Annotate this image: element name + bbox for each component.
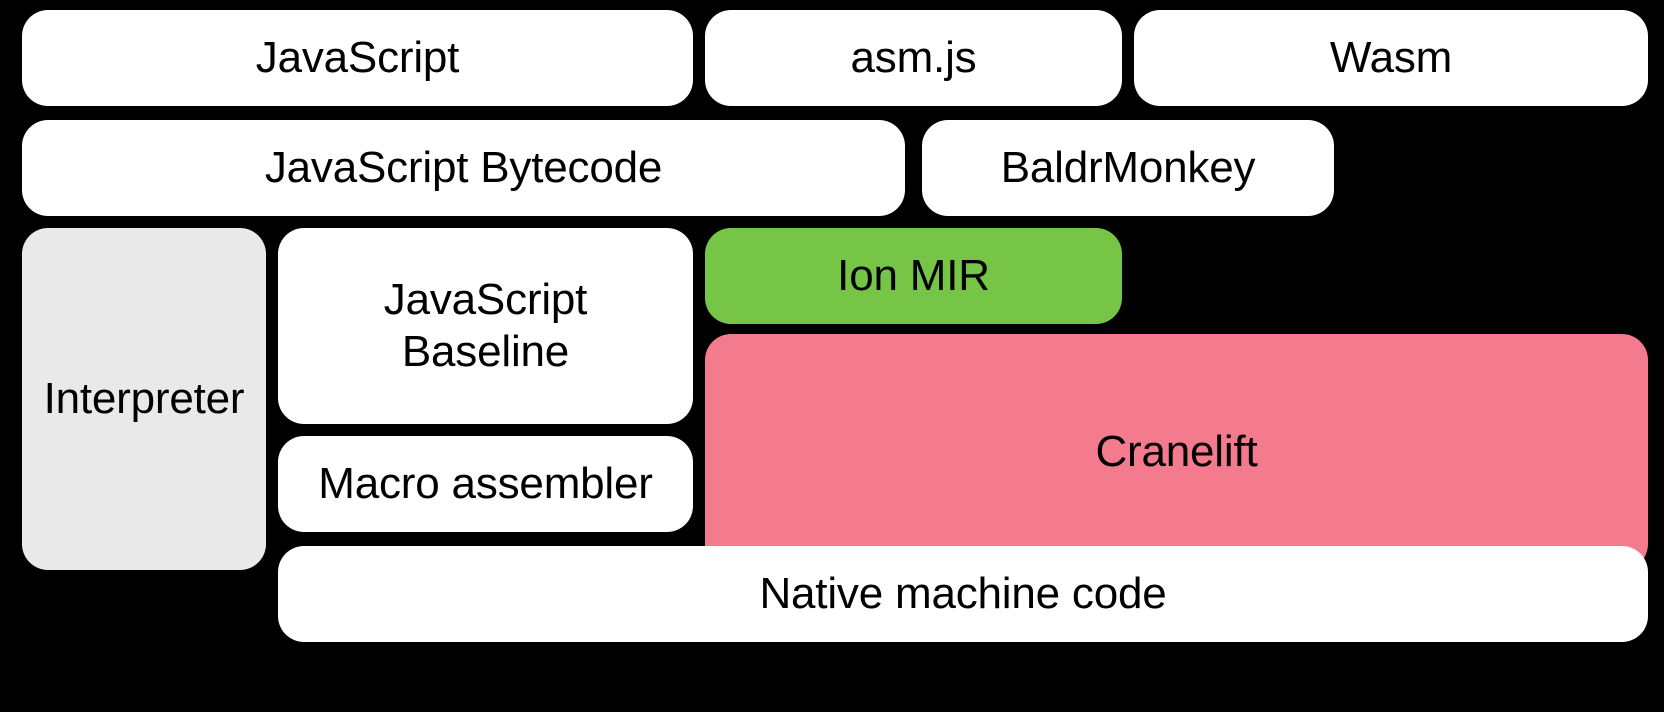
node-baldrmonkey: BaldrMonkey — [922, 120, 1334, 216]
node-javascript-baseline: JavaScript Baseline — [278, 228, 693, 424]
node-javascript: JavaScript — [22, 10, 693, 106]
node-ion-mir: Ion MIR — [705, 228, 1122, 324]
node-macro-assembler: Macro assembler — [278, 436, 693, 532]
node-interpreter: Interpreter — [22, 228, 266, 570]
node-wasm: Wasm — [1134, 10, 1648, 106]
node-javascript-bytecode: JavaScript Bytecode — [22, 120, 905, 216]
node-cranelift: Cranelift — [705, 334, 1648, 570]
node-asm-js: asm.js — [705, 10, 1122, 106]
node-native-machine-code: Native machine code — [278, 546, 1648, 642]
